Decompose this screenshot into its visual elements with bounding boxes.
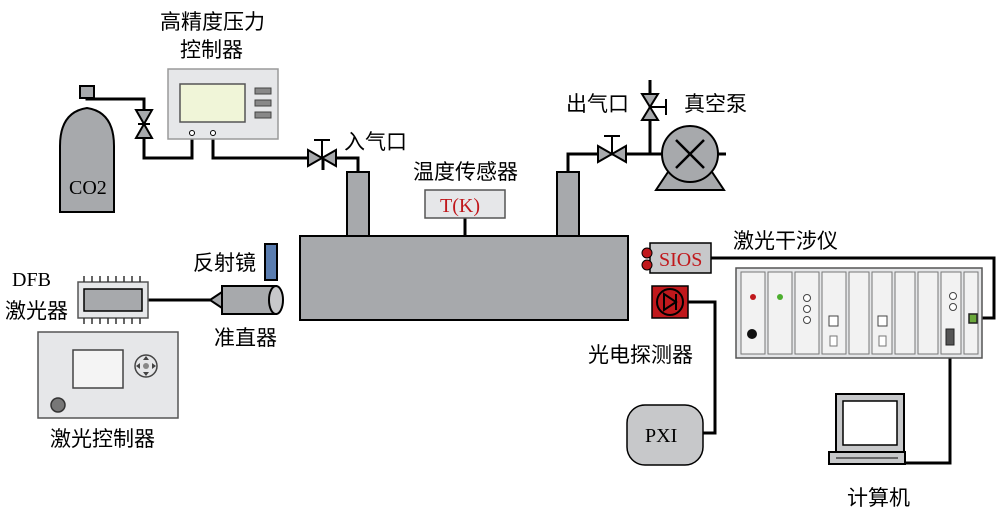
valve-vacuum[interactable] <box>640 93 667 121</box>
photodetector: 光电探测器 <box>588 285 693 367</box>
pxi-unit: PXI <box>626 404 704 466</box>
inlet-port <box>346 171 370 237</box>
temperature-sensor: 温度传感器 T(K) <box>413 160 518 219</box>
fiber-port-icon <box>968 313 978 324</box>
gas-cell-chamber <box>299 171 629 321</box>
status-led-green <box>777 294 783 300</box>
valve-outlet[interactable] <box>597 135 627 164</box>
valve-inlet[interactable] <box>307 139 337 168</box>
sios-head: SIOS <box>641 242 712 274</box>
port-icon <box>747 329 757 339</box>
chamber-body <box>299 235 629 321</box>
vacuum-pump-label: 真空泵 <box>684 92 747 116</box>
gas-inlet-label: 入气口 <box>344 130 407 154</box>
collimator: 准直器 <box>208 285 284 350</box>
knob-icon <box>50 397 66 413</box>
interferometer-rack <box>735 267 983 359</box>
controller-button <box>254 87 272 95</box>
laser-controller: 激光控制器 <box>37 331 179 451</box>
vacuum-pump: 真空泵 <box>654 92 747 191</box>
pressure-controller-label-line1: 高精度压力 <box>160 10 265 34</box>
photodetector-label: 光电探测器 <box>588 343 693 367</box>
pressure-controller-label-line2: 控制器 <box>180 38 243 62</box>
sios-label: SIOS <box>659 249 702 271</box>
controller-button <box>254 99 272 107</box>
computer-label: 计算机 <box>847 486 910 510</box>
interferometer-label: 激光干涉仪 <box>733 229 838 253</box>
dfb-laser: DFB 激光器 <box>5 269 149 324</box>
monitor-screen <box>842 400 898 446</box>
co2-cylinder: CO2 <box>59 85 115 213</box>
dfb-label-line1: DFB <box>12 269 51 291</box>
computer: 计算机 <box>828 393 910 510</box>
temp-sensor-label: 温度传感器 <box>413 160 518 184</box>
controller-display <box>179 83 246 123</box>
controller-button <box>254 111 272 119</box>
valve-co2[interactable] <box>134 109 154 139</box>
mirror: 反射镜 <box>193 243 278 281</box>
laser-controller-screen <box>72 349 124 389</box>
pxi-label: PXI <box>645 425 677 447</box>
gas-outlet-label: 出气口 <box>566 92 629 116</box>
laser-controller-label: 激光控制器 <box>50 427 155 451</box>
outlet-port <box>556 171 580 237</box>
pressure-controller: 高精度压力 控制器 <box>160 10 279 140</box>
dfb-label-line2: 激光器 <box>5 299 68 323</box>
mirror-label: 反射镜 <box>193 251 256 275</box>
co2-label: CO2 <box>69 177 107 199</box>
collimator-label: 准直器 <box>214 326 277 350</box>
temp-readout: T(K) <box>440 195 480 217</box>
status-led-red <box>750 294 756 300</box>
